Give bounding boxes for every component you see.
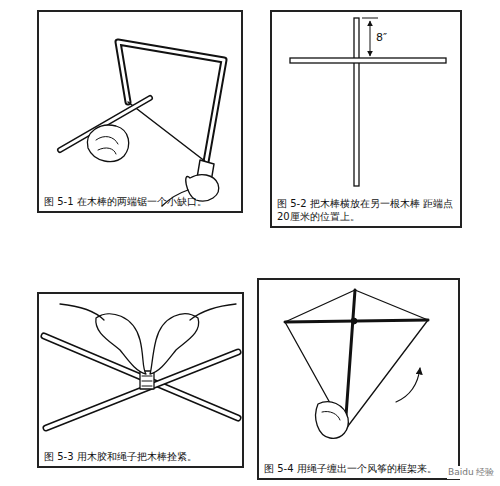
left-hand xyxy=(87,125,128,161)
spine-stick xyxy=(345,290,355,430)
watermark: Baidu 经验 xyxy=(447,466,495,479)
tie-figure xyxy=(44,304,238,428)
figure-caption: 图 5-2 把木棒横放在另一根木棒 距端点20厘米的位置上。 xyxy=(272,195,460,226)
left-hand xyxy=(96,314,146,374)
hand-finger xyxy=(322,411,340,420)
wrap-arrow xyxy=(396,368,420,402)
saw-figure xyxy=(60,42,224,206)
figure-caption: 图 5-3 用木胶和绳子把木棒拴紧。 xyxy=(39,448,242,466)
dimension-tick xyxy=(362,18,378,19)
figure-caption: 图 5-4 用绳子缠出一个风筝的框架来。 xyxy=(259,460,458,478)
figure-panel: 图 5-1 在木棒的两端锯一个小缺口。 xyxy=(37,10,243,213)
saw-blade xyxy=(128,102,206,162)
kite-figure xyxy=(285,290,428,438)
figure-panel: 图 5-4 用绳子缠出一个风筝的框架来。 xyxy=(257,278,460,480)
hand-fingers xyxy=(96,137,118,154)
wrist-lines xyxy=(60,304,236,320)
figure-panel: 图 5-2 把木棒横放在另一根木棒 距端点20厘米的位置上。 xyxy=(270,10,462,228)
figure-caption: 图 5-1 在木棒的两端锯一个小缺口。 xyxy=(39,193,241,211)
right-hand xyxy=(150,314,199,374)
string-outline xyxy=(285,290,428,430)
saw-frame-inner xyxy=(118,42,224,162)
cross-figure xyxy=(290,18,446,186)
horizontal-stick xyxy=(290,58,446,63)
dimension-arrow xyxy=(370,21,371,56)
dimension-label: 8″ xyxy=(375,31,388,44)
binding-wraps xyxy=(142,376,152,386)
joint-dot xyxy=(351,318,357,324)
figure-panel: 图 5-3 用木胶和绳子把木棒拴紧。 xyxy=(37,292,244,468)
saw-frame xyxy=(118,42,224,162)
hand xyxy=(316,402,349,439)
vertical-stick xyxy=(354,18,359,186)
